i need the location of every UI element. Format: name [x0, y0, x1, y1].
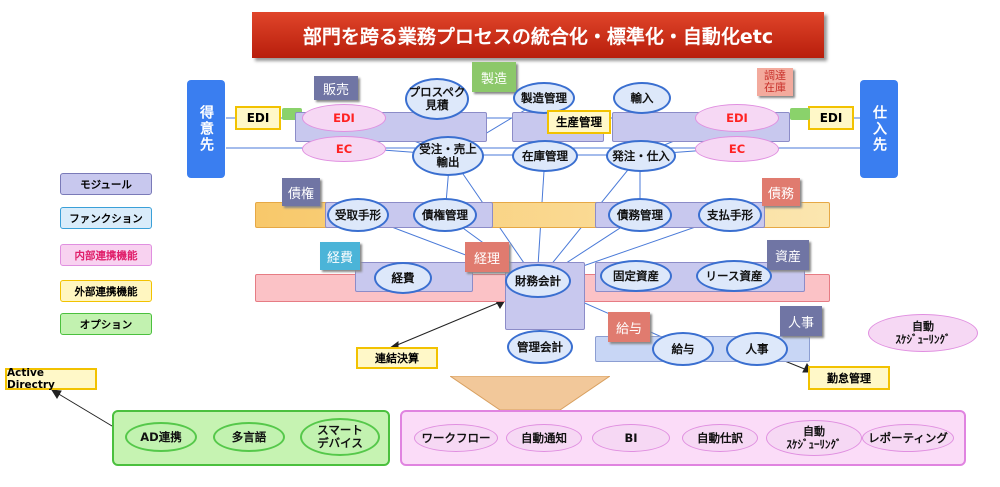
internal-ec-right: EC	[695, 136, 779, 162]
function-manufacturing-mgmt: 製造管理	[513, 82, 575, 114]
function-inventory: 在庫管理	[512, 140, 578, 172]
legend-external: 外部連携機能	[60, 280, 152, 302]
function-payables-mgmt: 債務管理	[608, 198, 672, 232]
consolidated-tag: 連結決算	[356, 347, 438, 369]
module-procurement: 調達 在庫	[757, 68, 793, 96]
internal-ec-left: EC	[302, 136, 386, 162]
attendance-tag: 勤怠管理	[808, 366, 890, 390]
module-payroll: 給与	[608, 312, 650, 342]
function-prospec: プロスペク 見積	[405, 78, 469, 120]
function-expense: 経費	[374, 262, 432, 294]
option-band-right	[790, 108, 810, 120]
internal-edi-right: EDI	[695, 104, 779, 132]
edi-left-external: EDI	[235, 106, 281, 130]
edi-right-external: EDI	[808, 106, 854, 130]
legend-function: ファンクション	[60, 207, 152, 229]
legend-internal: 内部連携機能	[60, 244, 152, 266]
function-management-accounting: 管理会計	[507, 330, 573, 364]
module-expenses: 経費	[320, 242, 360, 270]
production-mgmt-tag: 生産管理	[547, 110, 611, 134]
module-receivables: 債権	[282, 178, 320, 206]
function-import: 輸入	[613, 82, 671, 114]
supplier-box: 仕入先	[860, 80, 898, 178]
option-reporting: レポーティング	[862, 424, 954, 452]
function-fixed-assets: 固定資産	[600, 260, 672, 292]
function-salary: 給与	[652, 332, 714, 366]
option-ad-link: AD連携	[125, 422, 197, 452]
active-directory-tag: Active Directry	[5, 367, 97, 391]
function-order-sales-export: 受注・売上 輸出	[412, 136, 484, 176]
module-manufacturing: 製造	[472, 62, 516, 92]
module-hr: 人事	[780, 306, 822, 336]
function-personnel: 人事	[726, 332, 788, 366]
option-auto-journal: 自動仕訳	[682, 424, 758, 452]
function-receivables-mgmt: 債権管理	[413, 198, 477, 232]
module-assets: 資産	[767, 240, 809, 270]
option-bi: BI	[592, 424, 670, 452]
down-arrow	[450, 376, 610, 410]
legend-option: オプション	[60, 313, 152, 335]
internal-edi-left: EDI	[302, 104, 386, 132]
function-purchase: 発注・仕入	[606, 140, 676, 172]
legend-module: モジュール	[60, 173, 152, 195]
function-financial-accounting: 財務会計	[505, 264, 571, 298]
page-title: 部門を跨る業務プロセスの統合化・標準化・自動化etc	[252, 12, 824, 58]
module-payables: 債務	[762, 178, 800, 206]
function-lease-assets: リース資産	[696, 260, 772, 292]
function-notes-payable: 支払手形	[698, 198, 762, 232]
option-auto-scheduling: 自動 ｽｹｼﾞｭｰﾘﾝｸﾞ	[766, 420, 862, 456]
option-workflow: ワークフロー	[414, 424, 498, 452]
option-smart-device: スマート デバイス	[300, 418, 380, 456]
customer-box: 得意先	[187, 80, 225, 178]
auto-scheduling-top: 自動 ｽｹｼﾞｭｰﾘﾝｸﾞ	[868, 314, 978, 352]
module-accounting: 経理	[465, 242, 509, 272]
function-notes-receivable: 受取手形	[327, 198, 389, 232]
module-sales: 販売	[314, 76, 358, 100]
option-auto-notify: 自動通知	[506, 424, 582, 452]
option-multilingual: 多言語	[213, 422, 285, 452]
